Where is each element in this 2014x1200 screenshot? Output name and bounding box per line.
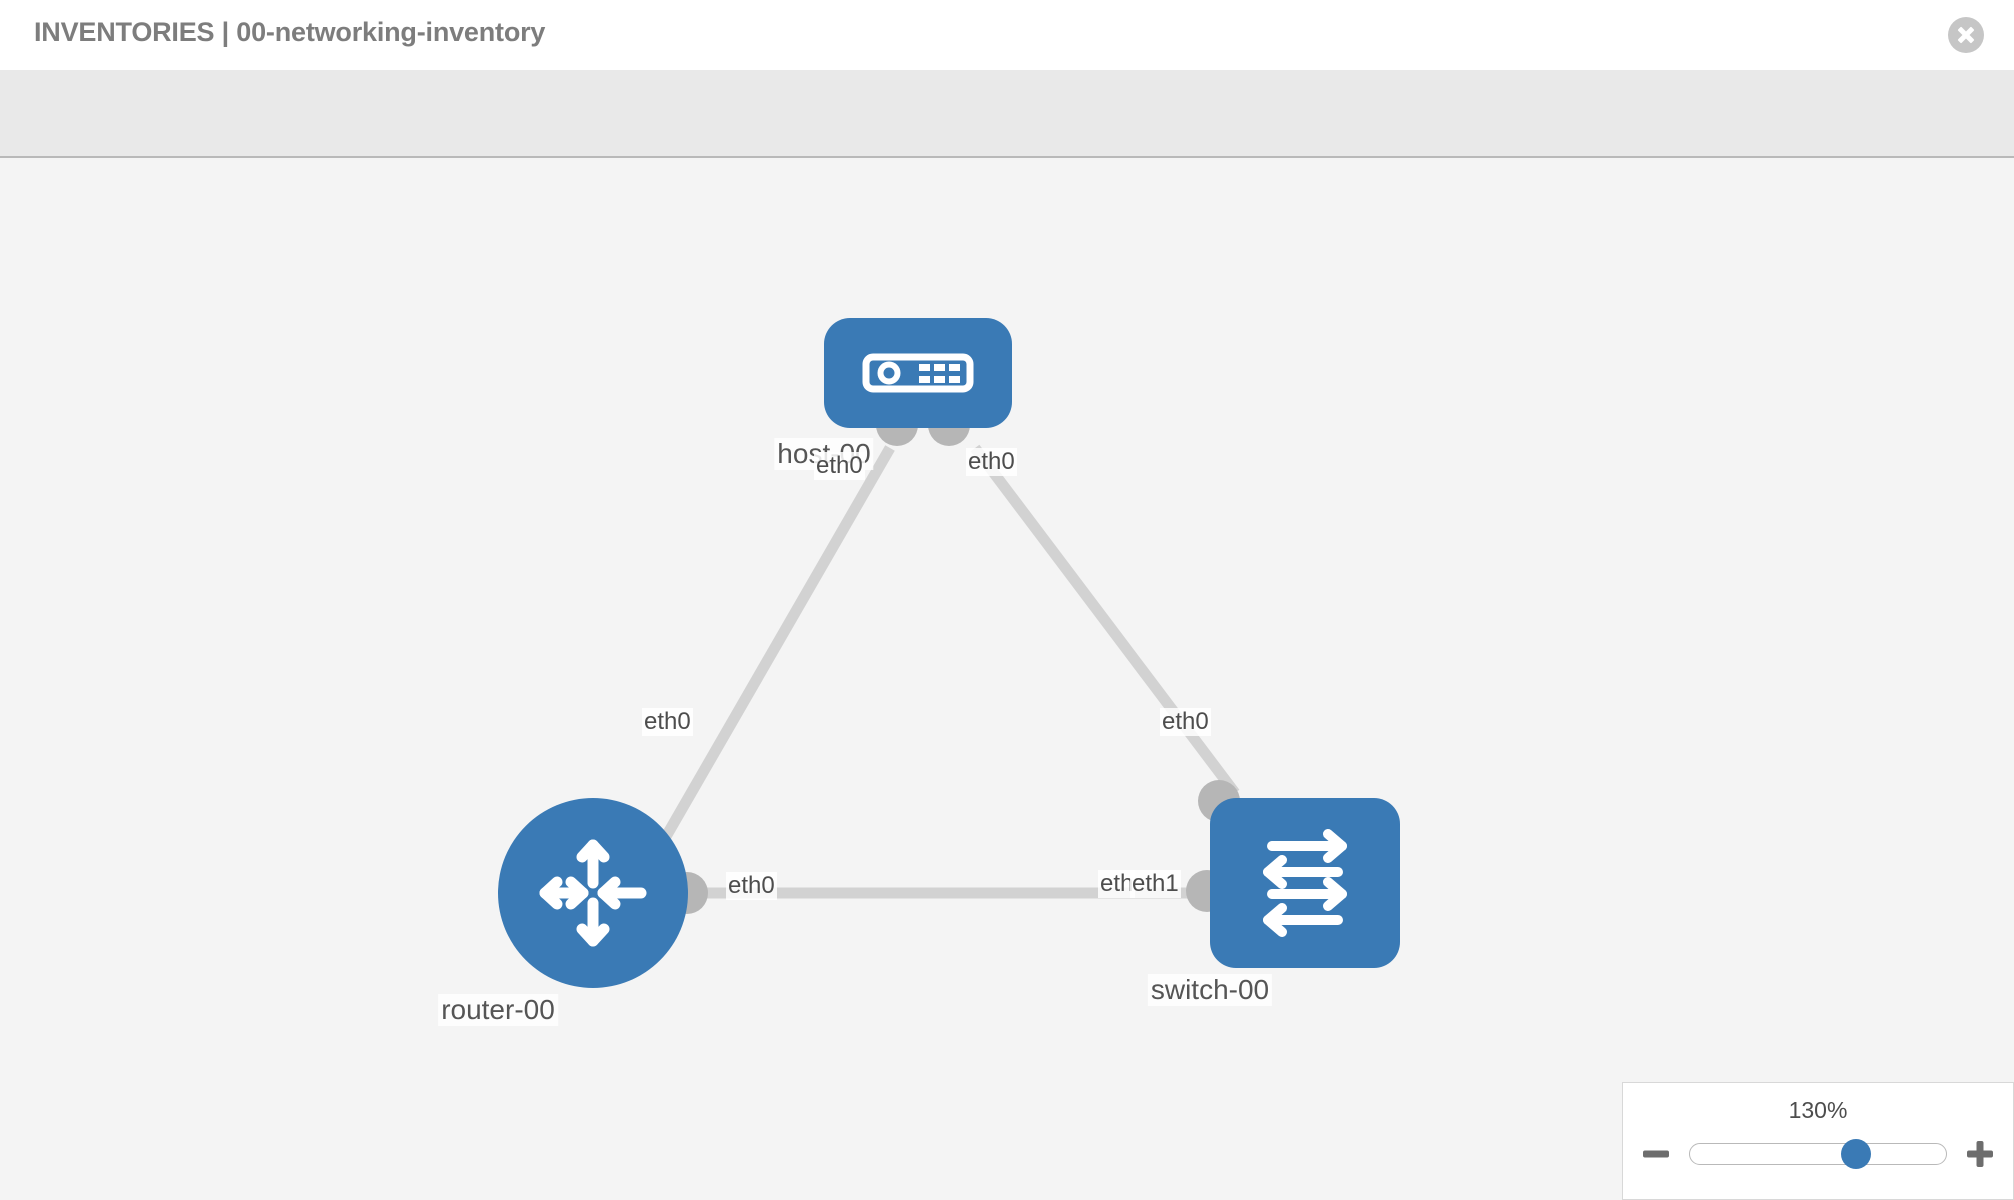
toolbar: ACTIONS SEARCH (0, 70, 2014, 210)
router-icon-shape[interactable] (498, 798, 688, 988)
zoom-level-label: 130% (1788, 1097, 1848, 1123)
title-bar: INVENTORIES | 00-networking-inventory (0, 0, 2014, 70)
iface-host-eth0-right: eth0 (966, 448, 1017, 476)
iface-switch-eth0-up: eth0 (1160, 708, 1211, 736)
node-switch-label: switch-00 (1147, 974, 1273, 1006)
topology-links (640, 444, 1240, 899)
zoom-slider-thumb[interactable] (1841, 1139, 1872, 1169)
switch-arrows-icon (1263, 829, 1347, 937)
router-arrows-icon (539, 839, 647, 947)
iface-host-eth0-left: eth0 (814, 452, 865, 480)
zoom-slider-row (1623, 1139, 2013, 1169)
host-icon-shape[interactable] (824, 318, 1012, 428)
zoom-control-panel: 130% (1622, 1082, 2014, 1200)
close-icon[interactable] (1948, 17, 1984, 53)
zoom-out-button[interactable] (1641, 1139, 1671, 1169)
node-router-label: router-00 (438, 994, 558, 1026)
iface-router-eth0-up: eth0 (642, 708, 693, 736)
switch-icon-shape[interactable] (1210, 798, 1400, 968)
zoom-in-button[interactable] (1965, 1139, 1995, 1169)
iface-switch-eth1-left: eth1 (1130, 870, 1181, 898)
zoom-slider-track[interactable] (1689, 1139, 1947, 1169)
iface-router-eth0-right: eth0 (726, 872, 777, 900)
page-title: INVENTORIES | 00-networking-inventory (34, 17, 546, 47)
server-icon (862, 353, 974, 393)
iface-switch-eth-left: eth (1098, 870, 1136, 898)
topology-canvas[interactable]: host-00 eth0 eth0 router-00 et (0, 158, 2014, 1200)
